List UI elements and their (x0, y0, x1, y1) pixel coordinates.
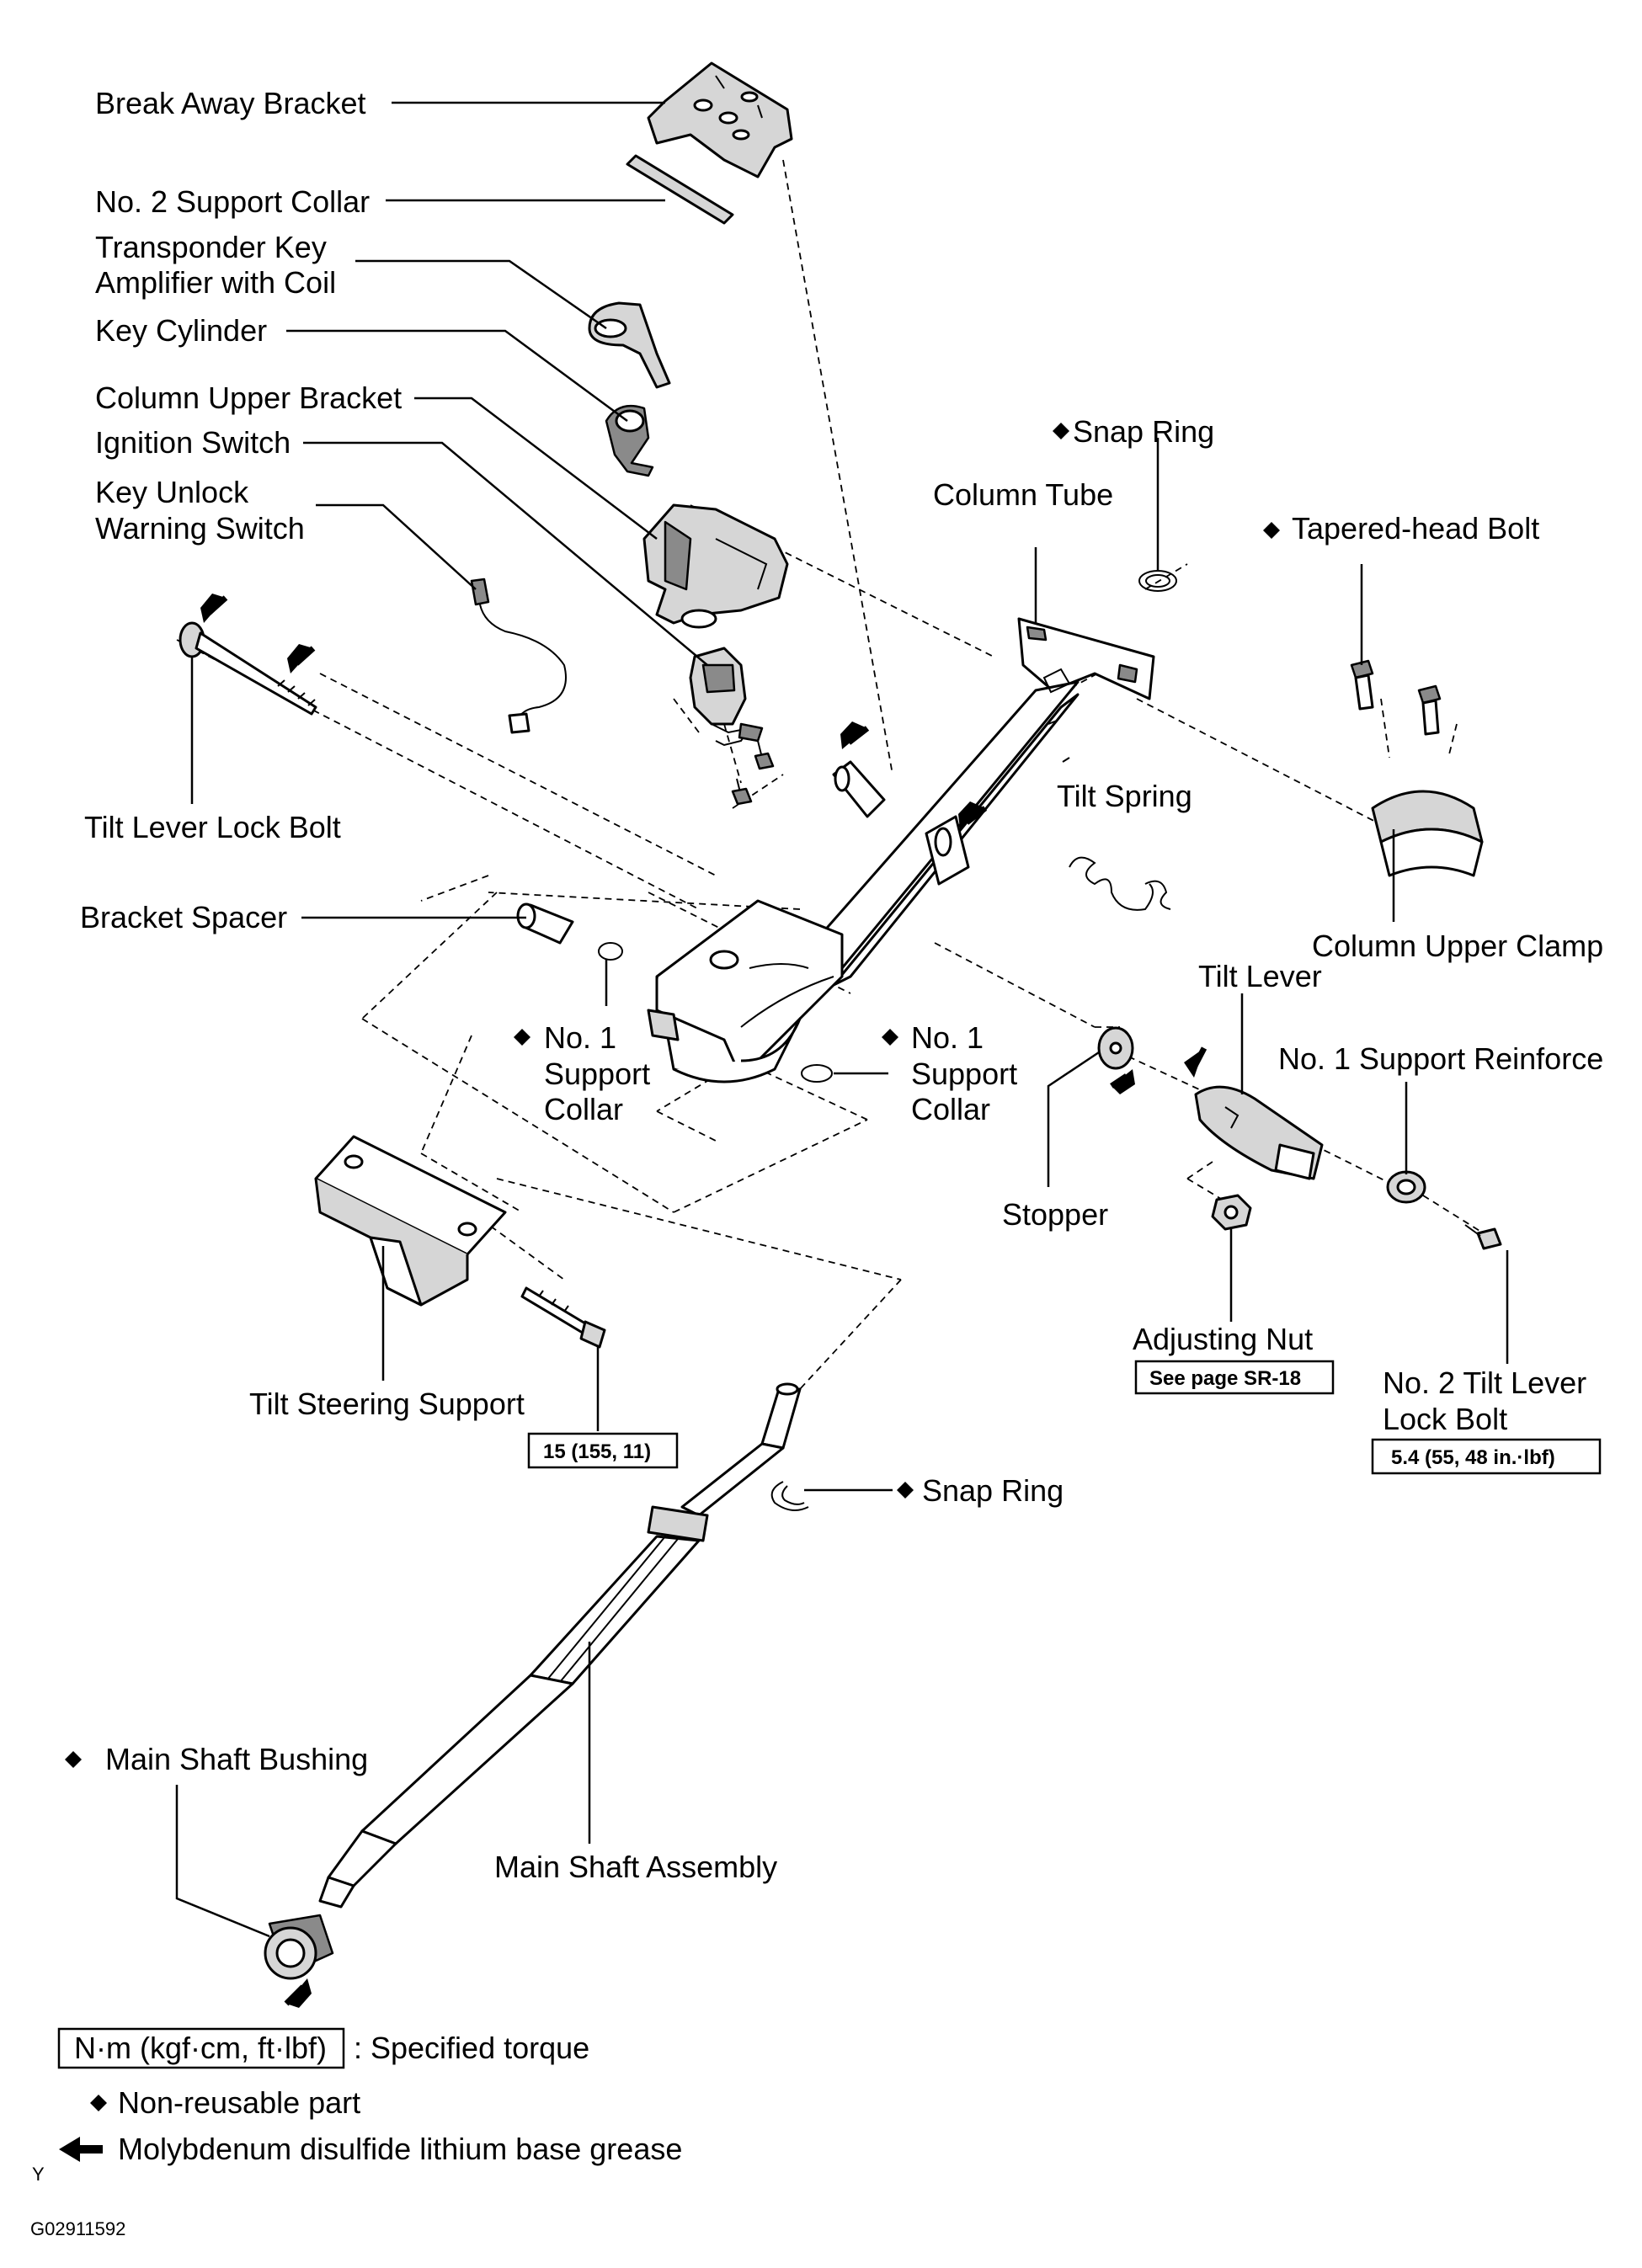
label-key-unlock-line2: Warning Switch (95, 511, 305, 546)
tilt-steering-support-part (314, 1135, 507, 1307)
legend-nonreusable: Non-reusable part (118, 2085, 360, 2120)
break-away-bracket-part (647, 61, 793, 178)
label-support-collar-left-1: No. 1 (544, 1020, 616, 1055)
footer-mark: Y (32, 2164, 45, 2185)
legend-torque-box (57, 2027, 345, 2069)
label-main-shaft-assembly: Main Shaft Assembly (494, 1850, 777, 1884)
grease-arrow-icon (1112, 1069, 1135, 1094)
label-break-away-bracket: Break Away Bracket (95, 86, 366, 120)
legend-torque-unit: N·m (kgf·cm, ft·lbf) (74, 2031, 327, 2065)
stopper-part (1097, 1026, 1134, 1070)
label-support-collar-left-2: Support (544, 1057, 650, 1091)
part-labels: Break Away Bracket No. 2 Support Collar … (80, 86, 1603, 1884)
key-unlock-switch-part (470, 578, 567, 734)
ignition-switch-screws (731, 740, 775, 806)
leader-lines (175, 101, 1509, 1938)
assembly-guide-lines (176, 159, 1491, 1390)
label-bracket-spacer: Bracket Spacer (80, 900, 287, 934)
nonreusable-markers (65, 423, 1280, 1768)
non-reusable-diamond-icon (897, 1482, 914, 1499)
grease-arrows (200, 594, 1204, 2008)
column-tube-lower-part (647, 760, 970, 1083)
label-tilt-steering-support: Tilt Steering Support (249, 1387, 525, 1421)
label-tapered-head-bolt: Tapered-head Bolt (1292, 511, 1539, 546)
non-reusable-diamond-icon (882, 1029, 898, 1046)
label-key-cylinder: Key Cylinder (95, 313, 267, 348)
tilt-lever-part (1194, 1085, 1324, 1180)
support-collar-ring-part (801, 1064, 833, 1083)
no2-support-collar-part (626, 154, 734, 225)
see-page-box (1134, 1360, 1335, 1395)
column-upper-bracket-part (642, 503, 789, 629)
label-no2-tilt-lever-line1: No. 2 Tilt Lever (1383, 1366, 1586, 1400)
label-ignition-switch: Ignition Switch (95, 425, 291, 460)
label-adjusting-nut: Adjusting Nut (1133, 1322, 1313, 1356)
see-page-text: See page SR-18 (1149, 1367, 1301, 1390)
tilt-spring-part (1069, 856, 1171, 911)
main-shaft-bushing-part (264, 1914, 334, 1980)
main-shaft-part (318, 1382, 802, 1909)
grease-arrow-shafts (206, 595, 1208, 2006)
torque-no2-tilt-text: 5.4 (55, 48 in.·lbf) (1391, 1446, 1555, 1469)
non-reusable-diamond-icon (1053, 423, 1069, 439)
no1-support-reinforce-part (1386, 1170, 1426, 1204)
label-stopper: Stopper (1002, 1197, 1108, 1232)
ignition-switch-part (689, 647, 764, 747)
label-column-tube: Column Tube (933, 477, 1113, 512)
legend-grease: Molybdenum disulfide lithium base grease (118, 2132, 682, 2166)
torque-support-box (527, 1432, 679, 1469)
bracket-spacer-part (516, 902, 574, 945)
label-key-unlock-line1: Key Unlock (95, 475, 249, 509)
transponder-part (588, 301, 671, 389)
label-no1-support-reinforce: No. 1 Support Reinforce (1278, 1041, 1603, 1076)
grease-arrow-icon (59, 2137, 103, 2162)
support-bolt-part (520, 1286, 606, 1349)
label-support-collar-right-3: Collar (911, 1092, 990, 1126)
spacer-ring-part (598, 942, 623, 961)
label-tilt-spring: Tilt Spring (1057, 779, 1192, 813)
tapered-head-bolts-part (1350, 659, 1442, 736)
label-support-collar-left-3: Collar (544, 1092, 623, 1126)
figure-code: G02911592 (30, 2218, 125, 2239)
non-reusable-diamond-icon (1263, 522, 1280, 539)
label-support-collar-right-1: No. 1 (911, 1020, 984, 1055)
label-no2-tilt-lever-line2: Lock Bolt (1383, 1402, 1507, 1436)
label-no2-support-collar: No. 2 Support Collar (95, 184, 370, 219)
label-transponder-line2: Amplifier with Coil (95, 265, 336, 300)
label-column-upper-clamp: Column Upper Clamp (1312, 929, 1603, 963)
legend-torque-desc: : Specified torque (354, 2031, 589, 2065)
label-support-collar-right-2: Support (911, 1057, 1017, 1091)
label-snap-ring-top: Snap Ring (1073, 414, 1214, 449)
torque-support-text: 15 (155, 11) (543, 1440, 651, 1463)
non-reusable-diamond-icon (65, 1751, 82, 1768)
label-main-shaft-bushing: Main Shaft Bushing (105, 1742, 368, 1776)
label-tilt-lever-lock-bolt: Tilt Lever Lock Bolt (84, 810, 341, 844)
key-cylinder-part (605, 404, 654, 477)
non-reusable-diamond-icon (514, 1029, 530, 1046)
adjusting-nut-part (1211, 1194, 1252, 1231)
torque-no2-tilt-box (1371, 1438, 1602, 1475)
tilt-lever-lock-bolt-part (179, 621, 317, 716)
label-tilt-lever: Tilt Lever (1198, 959, 1322, 993)
legend: N·m (kgf·cm, ft·lbf) : Specified torque … (30, 2027, 682, 2239)
snap-ring-bottom-part (770, 1481, 809, 1511)
label-snap-ring-bottom: Snap Ring (922, 1473, 1064, 1508)
reference-boxes: See page SR-18 5.4 (55, 48 in.·lbf) 15 (… (527, 1360, 1602, 1475)
column-upper-clamp-part (1371, 790, 1484, 877)
label-column-upper-bracket: Column Upper Bracket (95, 381, 402, 415)
no2-tilt-lever-lock-bolt-part (1464, 1224, 1502, 1250)
non-reusable-diamond-icon (90, 2095, 107, 2111)
label-transponder-line1: Transponder Key (95, 230, 327, 264)
